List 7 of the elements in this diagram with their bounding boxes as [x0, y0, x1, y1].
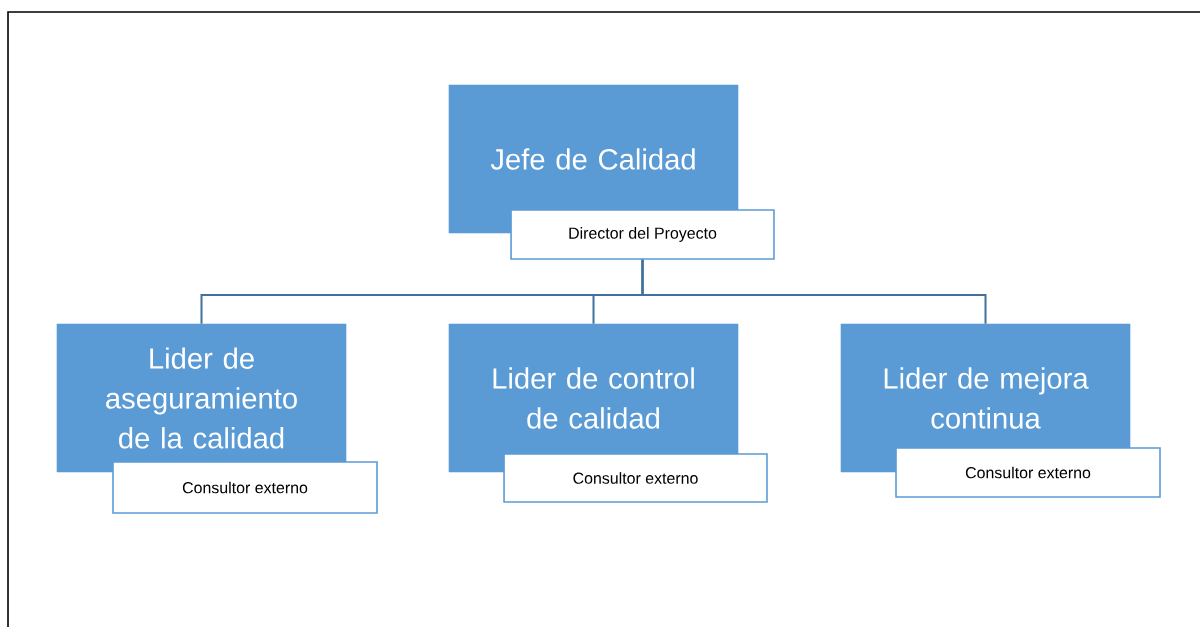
- role-tag: Consultor externo: [112, 461, 378, 514]
- role-tag: Director del Proyecto: [510, 209, 775, 260]
- org-box: Lider de control de calidad: [448, 323, 739, 473]
- connector: [641, 258, 987, 325]
- role-tag: Consultor externo: [895, 447, 1161, 498]
- org-box: Lider de aseguramiento de la calidad: [56, 323, 347, 473]
- role-tag: Consultor externo: [503, 453, 768, 503]
